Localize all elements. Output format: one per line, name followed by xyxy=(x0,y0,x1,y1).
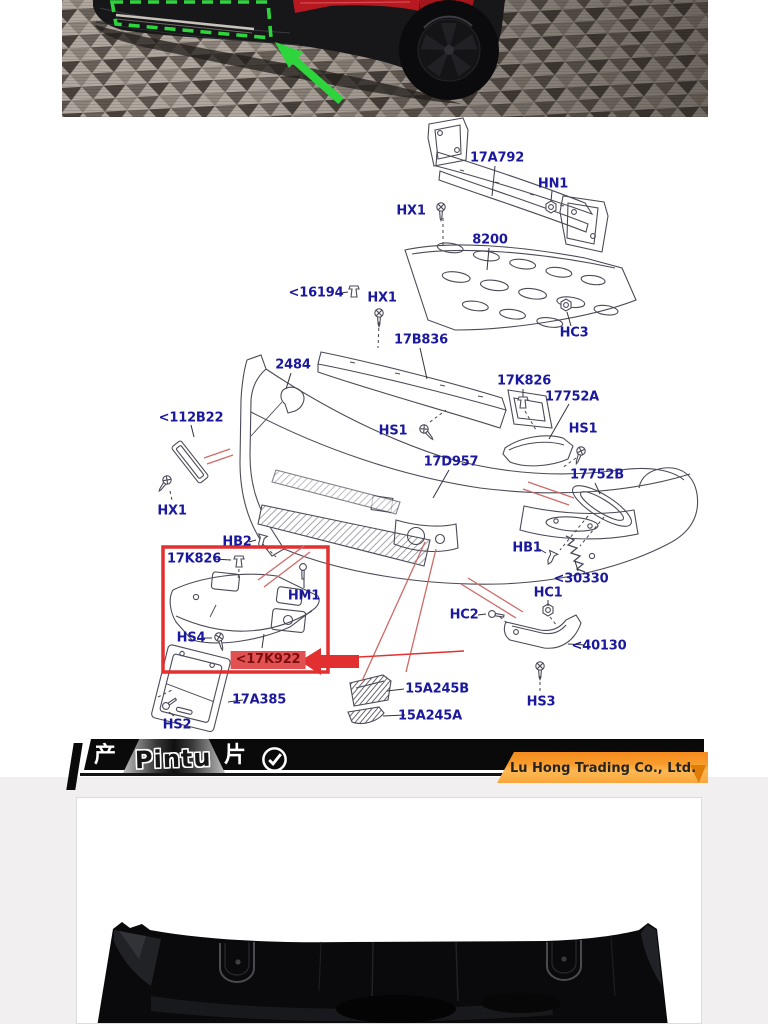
product-photo-card xyxy=(76,797,702,1024)
part-label: HC1 xyxy=(533,585,563,601)
part-label: <16194 xyxy=(288,285,344,301)
part-label: <40130 xyxy=(571,638,627,654)
part-label: 17752A xyxy=(544,389,600,405)
brand-banner: 产 Pintu 片 Lu Hong Trading Co., Ltd. xyxy=(0,735,768,790)
part-label: 15A245A xyxy=(398,708,462,724)
banner-char-left: 产 xyxy=(94,743,117,768)
part-label: <30330 xyxy=(553,571,609,587)
part-label: HM1 xyxy=(287,588,321,604)
highlighted-part-label: <17K922 xyxy=(230,651,306,669)
part-label: 17D957 xyxy=(423,454,479,470)
check-circle-icon xyxy=(262,747,287,772)
part-label: 17A792 xyxy=(469,150,525,166)
part-label: HB2 xyxy=(222,534,252,550)
part-label: HS4 xyxy=(176,630,206,646)
part-label: 2484 xyxy=(275,357,311,373)
part-label: HS1 xyxy=(378,423,408,439)
part-label: 17752B xyxy=(570,467,624,483)
part-label: HN1 xyxy=(537,176,569,192)
part-label: HS2 xyxy=(162,717,192,733)
part-photo xyxy=(97,922,668,1023)
brand-badge xyxy=(123,739,225,773)
part-label: <112B22 xyxy=(158,410,224,426)
part-label: HS1 xyxy=(568,421,598,437)
banner-underline xyxy=(80,773,504,776)
part-label: HS3 xyxy=(526,694,556,710)
part-label: HC2 xyxy=(449,607,479,623)
part-label: HX1 xyxy=(157,503,187,519)
part-label: HX1 xyxy=(396,203,426,219)
part-label: HB1 xyxy=(512,540,542,556)
banner-accent-bar xyxy=(66,743,83,790)
company-ribbon: Lu Hong Trading Co., Ltd. xyxy=(497,752,708,783)
part-label: 17A385 xyxy=(231,692,287,708)
part-label: 17B836 xyxy=(394,332,448,348)
part-label: HX1 xyxy=(367,290,397,306)
banner-char-right: 片 xyxy=(224,743,247,768)
part-label: HC3 xyxy=(559,325,589,341)
company-name: Lu Hong Trading Co., Ltd. xyxy=(509,761,697,776)
part-label: 15A245B xyxy=(405,681,469,697)
brand-name: Pintu xyxy=(134,743,212,775)
part-label: 17K826 xyxy=(496,373,552,389)
part-label: 17K826 xyxy=(166,551,222,567)
part-label: 8200 xyxy=(472,232,508,248)
